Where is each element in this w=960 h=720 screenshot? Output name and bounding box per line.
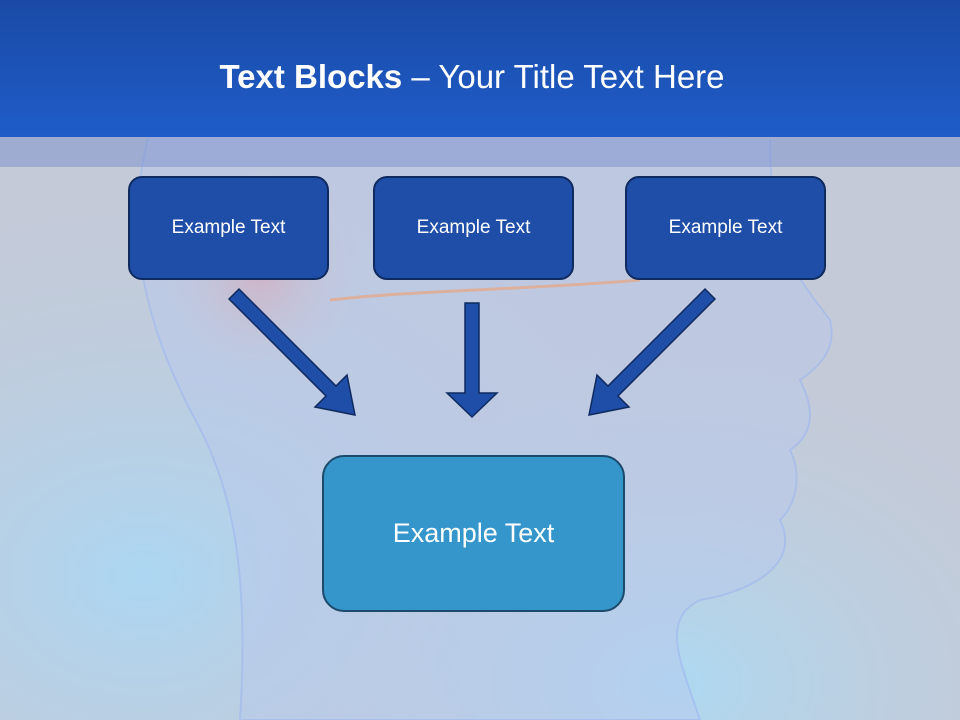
text-block-result[interactable]: Example Text	[322, 455, 625, 612]
slide-header	[0, 0, 960, 137]
arrow-right-diagonal	[588, 287, 717, 416]
text-block-1[interactable]: Example Text	[128, 176, 329, 280]
arrow-left-diagonal	[227, 287, 356, 416]
text-block-2[interactable]: Example Text	[373, 176, 574, 280]
slide-title-rest: Your Title Text Here	[438, 58, 725, 95]
header-band	[0, 137, 960, 167]
slide-title: Text Blocks – Your Title Text Here	[0, 58, 944, 96]
slide-title-bold: Text Blocks	[219, 58, 403, 95]
arrow-center-down	[445, 302, 499, 419]
text-block-3[interactable]: Example Text	[625, 176, 826, 280]
slide-title-separator: –	[402, 58, 439, 95]
